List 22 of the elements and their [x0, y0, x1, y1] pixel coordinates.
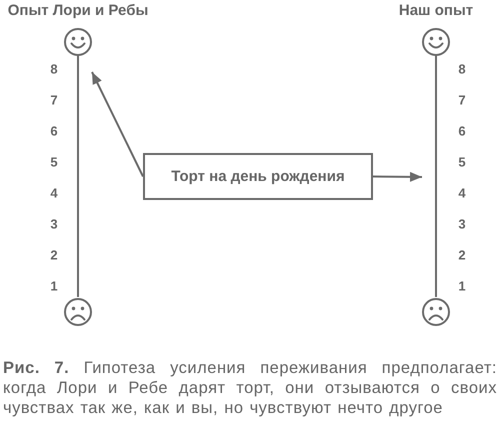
scale-number: 4 — [50, 186, 58, 200]
scale-number: 1 — [50, 278, 58, 294]
scale-number: 3 — [50, 216, 58, 232]
scale-number: 6 — [458, 124, 466, 138]
scale-heading: Опыт Лори и Ребы — [8, 2, 148, 20]
scale-number: 5 — [458, 154, 466, 170]
arrow — [91, 72, 144, 177]
scale-number: 1 — [458, 278, 466, 294]
scale-number: 2 — [50, 248, 58, 262]
scale-number: 5 — [50, 154, 58, 170]
scale-number: 7 — [458, 92, 466, 108]
scale-number: 3 — [458, 216, 466, 232]
scale-number: 8 — [50, 62, 58, 76]
scale-number: 6 — [50, 124, 58, 138]
scale-heading: Наш опыт — [398, 2, 474, 20]
scale-number: 7 — [50, 92, 58, 108]
figure-caption: Рис. 7. Гипотеза усиления переживания предполагает: когда Лори и Ребе дарят торт, они отзываются о своих чувствах так же, как и вы, но чувствуют нечто другое — [3, 358, 497, 418]
process-box: Торт на день рождения — [143, 153, 373, 200]
arrow — [372, 172, 422, 182]
scale-number: 8 — [458, 62, 466, 76]
scale-number: 2 — [458, 248, 466, 262]
scale-number: 4 — [458, 186, 466, 200]
